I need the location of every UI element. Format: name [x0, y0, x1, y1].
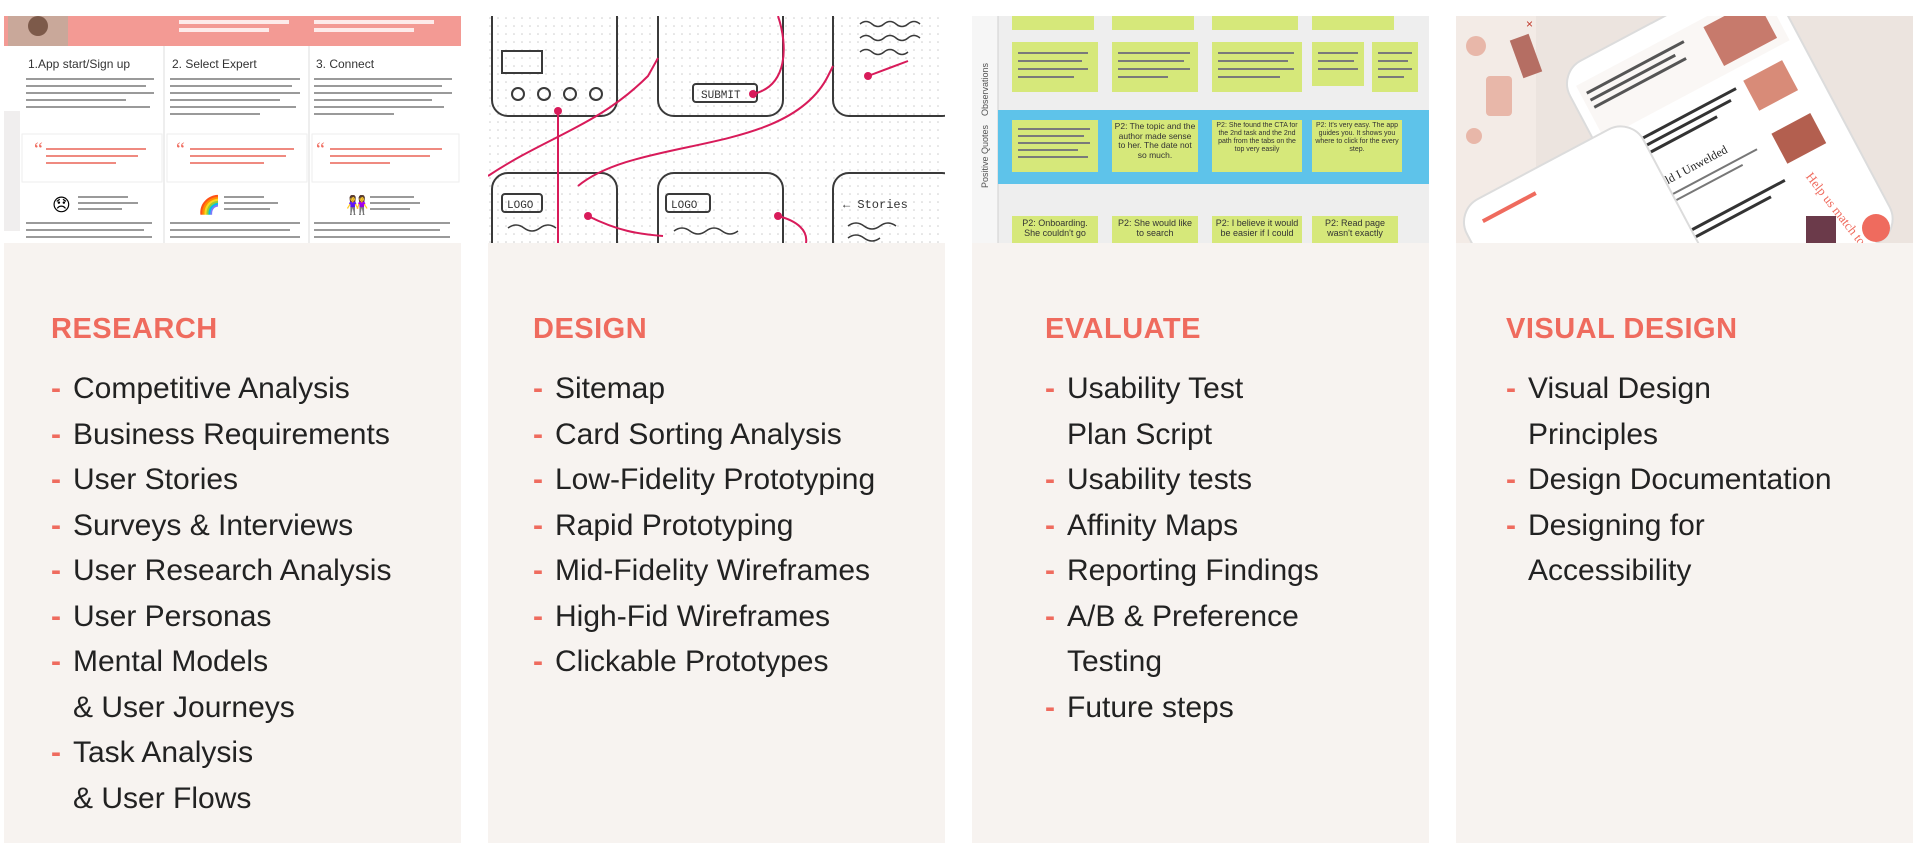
- list-item: Card Sorting Analysis: [533, 412, 875, 458]
- svg-text:×: ×: [1526, 17, 1533, 31]
- design-list: SitemapCard Sorting AnalysisLow-Fidelity…: [533, 366, 875, 685]
- list-item: Competitive Analysis: [51, 366, 391, 412]
- list-item-text: Mental Models: [73, 645, 269, 678]
- list-item: User Personas: [51, 594, 391, 640]
- list-item-text: Designing for: [1528, 508, 1705, 542]
- list-item: Mid-Fidelity Wireframes: [533, 548, 875, 594]
- list-item: High-Fid Wireframes: [533, 594, 875, 640]
- evaluate-thumbnail: Observations Positive Quotes: [972, 16, 1429, 243]
- list-item: Mental Models & User Journeys: [51, 639, 391, 730]
- list-item: Sitemap: [533, 366, 875, 412]
- list-item-text: Future steps: [1067, 690, 1234, 724]
- list-item-text: Mid-Fidelity Wireframes: [555, 554, 871, 587]
- list-item: Future steps: [1045, 685, 1319, 731]
- list-item: User Stories: [51, 457, 391, 503]
- list-item-text: Task Analysis: [73, 736, 254, 769]
- design-card: SUBMIT LOGO LOGO ← Stories: [488, 16, 945, 843]
- list-item: Reporting Findings: [1045, 548, 1319, 594]
- list-item-text: Surveys & Interviews: [73, 508, 354, 542]
- list-item-text: & User Flows: [73, 781, 252, 815]
- list-item: Low-Fidelity Prototyping: [533, 457, 875, 503]
- list-item-text: Design Documentation: [1528, 463, 1832, 496]
- list-item-text: Competitive Analysis: [73, 372, 350, 405]
- list-item-text: Sitemap: [555, 372, 666, 405]
- evaluate-bottom-note-4: P2: Read page wasn't exactly: [1324, 218, 1386, 238]
- list-item-text: Card Sorting Analysis: [555, 417, 842, 451]
- visual-design-heading: VISUAL DESIGN: [1506, 313, 1738, 345]
- visual-design-list: Visual DesignPrinciplesDesign Documentat…: [1506, 366, 1832, 594]
- list-item-text: User Personas: [73, 599, 272, 633]
- research-thumbnail: 1.App start/Sign up 2. Select Expert 3. …: [4, 16, 461, 243]
- research-list: Competitive AnalysisBusiness Requirement…: [51, 366, 391, 821]
- visual-design-card: × Should I Unwelded Help us match to the…: [1456, 16, 1913, 843]
- research-step-3: 3. Connect: [316, 57, 375, 71]
- evaluate-quote-note-3: P2: It's very easy. The app guides you. …: [1315, 122, 1399, 153]
- list-item: Clickable Prototypes: [533, 639, 875, 685]
- list-item-text: Principles: [1528, 417, 1659, 451]
- evaluate-row-label-observations: Observations: [980, 62, 990, 116]
- list-item: User Research Analysis: [51, 548, 391, 594]
- evaluate-heading: EVALUATE: [1045, 313, 1201, 345]
- svg-text:“: “: [316, 139, 325, 161]
- list-item-text: Reporting Findings: [1067, 554, 1319, 587]
- list-item-text: Accessibility: [1528, 554, 1692, 587]
- evaluate-quote-note-1: P2: The topic and the author made sense …: [1114, 122, 1196, 160]
- list-item-text: Affinity Maps: [1067, 508, 1239, 542]
- list-item: Task Analysis & User Flows: [51, 730, 391, 821]
- list-item-text: & User Journeys: [73, 690, 295, 724]
- list-item-text: Rapid Prototyping: [555, 508, 794, 542]
- list-item: Affinity Maps: [1045, 503, 1319, 549]
- design-thumbnail: SUBMIT LOGO LOGO ← Stories: [488, 16, 945, 243]
- research-emoji-2: 🌈: [198, 194, 220, 215]
- list-item-text: A/B & Preference: [1067, 599, 1299, 633]
- research-step-1: 1.App start/Sign up: [28, 57, 130, 71]
- design-label-submit: SUBMIT: [701, 90, 741, 102]
- evaluate-card: Observations Positive Quotes: [972, 16, 1429, 843]
- list-item-text: Business Requirements: [73, 417, 390, 451]
- design-label-logo-2: LOGO: [671, 200, 698, 212]
- list-item-text: User Stories: [73, 463, 239, 496]
- list-item-text: Clickable Prototypes: [555, 645, 829, 678]
- list-item-text: Low-Fidelity Prototyping: [555, 463, 876, 496]
- list-item-text: Visual Design: [1528, 372, 1711, 405]
- visual-design-thumbnail: × Should I Unwelded Help us match to the…: [1456, 16, 1913, 243]
- list-item-text: Testing: [1067, 645, 1163, 678]
- list-item-text: Plan Script: [1067, 417, 1213, 451]
- svg-text:“: “: [176, 139, 185, 161]
- list-item: Rapid Prototyping: [533, 503, 875, 549]
- evaluate-bottom-note-3: P2: I believe it would be easier if I co…: [1215, 218, 1299, 238]
- evaluate-row-label-quotes: Positive Quotes: [980, 124, 990, 188]
- list-item: Design Documentation: [1506, 457, 1832, 503]
- research-emoji-1: 😞: [52, 195, 71, 215]
- svg-text:“: “: [34, 139, 43, 161]
- evaluate-quote-note-2: P2: She found the CTA for the 2nd task a…: [1216, 122, 1298, 153]
- list-item-text: High-Fid Wireframes: [555, 599, 831, 633]
- research-heading: RESEARCH: [51, 313, 218, 345]
- research-card: 1.App start/Sign up 2. Select Expert 3. …: [4, 16, 461, 843]
- list-item-text: Usability tests: [1067, 463, 1253, 496]
- list-item-text: User Research Analysis: [73, 554, 392, 587]
- design-label-stories: ← Stories: [843, 198, 908, 212]
- list-item: Surveys & Interviews: [51, 503, 391, 549]
- design-label-logo-1: LOGO: [507, 200, 534, 212]
- list-item-text: Usability Test: [1067, 372, 1244, 405]
- evaluate-bottom-note-1: P2: Onboarding. She couldn't go: [1022, 218, 1088, 238]
- evaluate-bottom-note-2: P2: She would like to search: [1117, 218, 1193, 238]
- list-item: Usability tests: [1045, 457, 1319, 503]
- design-heading: DESIGN: [533, 313, 648, 345]
- list-item: Business Requirements: [51, 412, 391, 458]
- research-emoji-3: 👭: [346, 194, 368, 215]
- research-step-2: 2. Select Expert: [172, 57, 257, 71]
